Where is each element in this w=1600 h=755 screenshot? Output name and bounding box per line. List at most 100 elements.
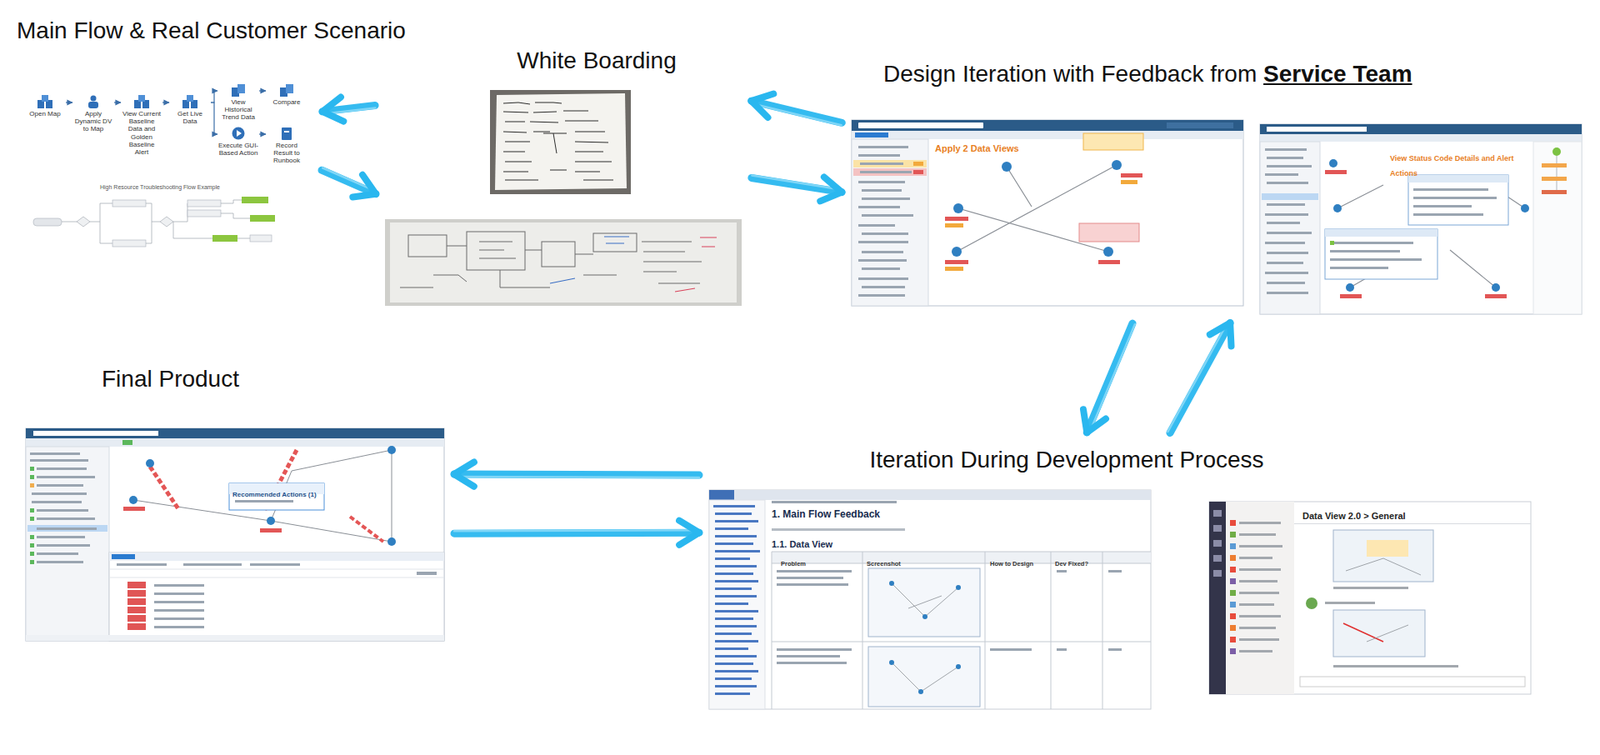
feedback-arrow	[321, 167, 377, 197]
app-screenshot	[30, 535, 35, 540]
app-screenshot	[260, 528, 282, 533]
flow-connector	[162, 101, 170, 103]
feedback-arrow	[1086, 419, 1106, 433]
app-screenshot	[1485, 294, 1507, 299]
app-screenshot	[858, 122, 984, 129]
troubleshooting-flowchart	[187, 200, 221, 207]
document-screenshot	[990, 648, 1032, 651]
flow-connector	[210, 102, 218, 135]
screenshot-label: Problem	[780, 560, 806, 568]
app-screenshot	[855, 132, 889, 138]
app-screenshot	[1266, 251, 1309, 255]
app-screenshot	[1330, 258, 1422, 261]
step-label: Get Live Data	[170, 110, 210, 125]
document-screenshot	[891, 662, 959, 692]
app-screenshot	[860, 170, 912, 174]
document-screenshot	[715, 520, 759, 523]
flow-connector	[210, 102, 218, 135]
app-screenshot	[861, 232, 909, 235]
troubleshooting-flowchart	[187, 210, 221, 217]
app-screenshot	[133, 450, 392, 542]
flow-connector	[65, 101, 73, 103]
whiteboard-photo	[400, 241, 702, 288]
app-screenshot	[36, 552, 79, 555]
chat-screenshot	[1239, 650, 1273, 653]
app-screenshot	[858, 180, 905, 184]
flow-step: Compare	[266, 81, 307, 106]
screenshot-label: 1.1. Data View	[771, 539, 833, 550]
section-heading: Service Team	[1263, 60, 1413, 89]
app-screenshot	[1265, 173, 1299, 176]
troubleshooting-flowchart	[250, 235, 272, 242]
app-screenshot	[858, 154, 900, 157]
flow-icon	[90, 95, 97, 102]
document-screenshot	[918, 689, 924, 695]
feedback-arrow	[454, 476, 700, 478]
app-screenshot	[30, 452, 80, 455]
app-screenshot	[36, 509, 89, 512]
app-screenshot	[1001, 161, 1012, 172]
chat-screenshot	[1213, 525, 1222, 532]
screenshot-label: Recommended Actions (1)	[232, 490, 317, 499]
chat-screenshot	[1239, 545, 1283, 548]
document-screenshot	[715, 655, 757, 658]
app-screenshot	[109, 569, 445, 578]
troubleshooting-flowchart	[33, 196, 275, 247]
app-screenshot	[154, 625, 205, 629]
app-screenshot	[945, 266, 964, 271]
document-screenshot	[771, 551, 1151, 710]
chat-screenshot	[1239, 603, 1275, 606]
whiteboard-photo	[490, 90, 631, 195]
app-screenshot	[1166, 122, 1234, 129]
document-screenshot	[889, 580, 961, 620]
section-heading: Main Flow & Real Customer Scenario	[16, 17, 406, 44]
screenshot-label: 1. Main Flow Feedback	[771, 508, 880, 520]
document-screenshot	[715, 602, 749, 605]
document-screenshot	[715, 610, 759, 613]
app-screenshot	[1541, 176, 1567, 181]
document-screenshot	[955, 664, 961, 670]
app-screenshot	[36, 544, 90, 547]
app-screenshot	[25, 428, 445, 439]
document-screenshot	[709, 490, 1151, 710]
app-screenshot	[127, 623, 146, 630]
feedback-arrow	[679, 520, 700, 534]
chat-screenshot	[1225, 501, 1295, 695]
app-screenshot	[853, 168, 927, 176]
app-screenshot	[36, 475, 95, 479]
app-screenshot	[858, 145, 914, 297]
flow-connector	[210, 90, 218, 103]
chat-screenshot	[1213, 570, 1222, 577]
app-screenshot	[1266, 261, 1304, 265]
step-label: View Current Baseline Data and Golden Ba…	[121, 110, 162, 156]
app-screenshot	[1330, 250, 1400, 253]
document-screenshot	[709, 490, 1151, 500]
app-screenshot	[1413, 205, 1472, 208]
whiteboard-photo	[495, 93, 627, 190]
flow-icon	[277, 82, 296, 98]
flow-step: Get Live Data	[170, 93, 210, 125]
flow-connector	[65, 102, 73, 104]
document-screenshot	[715, 670, 759, 673]
app-screenshot	[1265, 241, 1305, 245]
app-screenshot	[858, 259, 907, 262]
label-wrap: Data View 2.0 > General	[1302, 507, 1406, 523]
app-screenshot	[154, 617, 205, 620]
app-screenshot	[1329, 159, 1338, 168]
chat-screenshot	[1239, 580, 1278, 583]
app-screenshot	[1266, 126, 1367, 132]
section-heading: Design Iteration with Feedback from	[883, 60, 1257, 87]
app-screenshot	[127, 606, 146, 614]
step-label: Open Map	[25, 110, 65, 118]
app-screenshot	[853, 160, 927, 168]
flow-connector	[210, 90, 218, 103]
app-screenshot	[1266, 181, 1309, 185]
section-group: Main Flow & Real Customer ScenarioOpen M…	[25, 81, 313, 255]
chat-screenshot	[1230, 531, 1236, 538]
section-heading-wrap: Design Iteration with Feedback fromServi…	[883, 60, 1413, 89]
whiteboard-photo	[490, 90, 631, 195]
app-screenshot	[858, 240, 909, 244]
app-screenshot	[913, 170, 924, 175]
document-screenshot	[1056, 648, 1067, 651]
document-screenshot	[715, 632, 752, 635]
